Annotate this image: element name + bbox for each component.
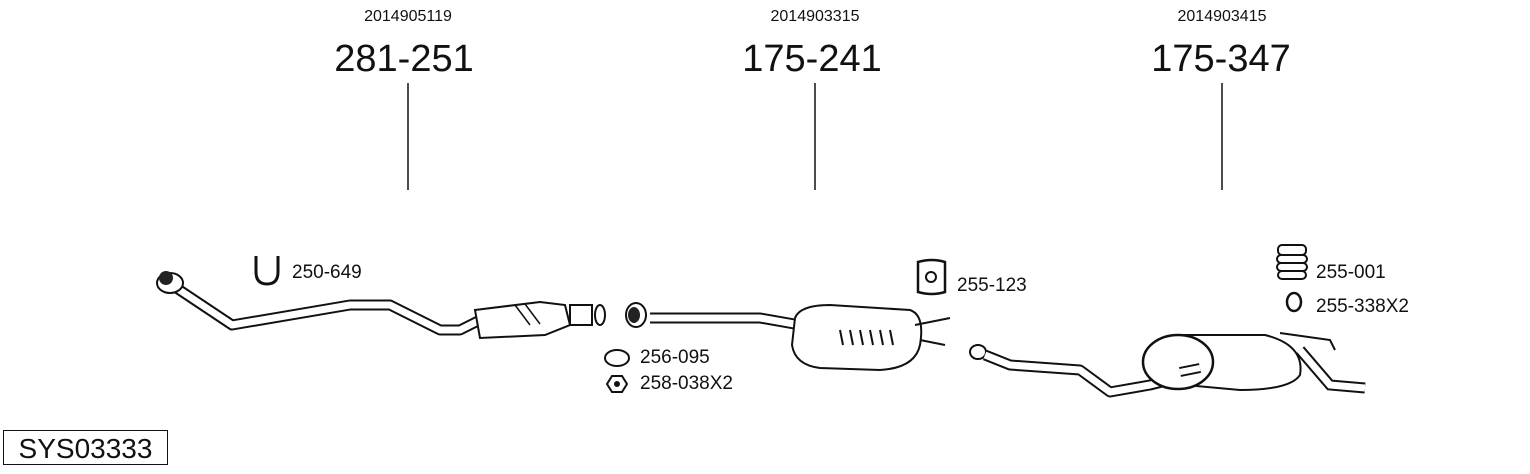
rubber-buffer-icon <box>1276 244 1308 280</box>
part-number-2[interactable]: 175-241 <box>742 38 882 80</box>
system-code: SYS03333 <box>3 430 168 465</box>
part-number-3[interactable]: 175-347 <box>1151 38 1291 80</box>
rubber-ring-label[interactable]: 255-338X2 <box>1316 296 1409 317</box>
oe-number-2: 2014903315 <box>770 8 860 25</box>
middle-silencer-175-241 <box>625 302 951 372</box>
oe-number-3: 2014903415 <box>1177 8 1267 25</box>
u-bolt-icon <box>254 256 280 286</box>
gasket-icon <box>604 349 630 367</box>
rubber-ring-icon <box>1285 291 1303 313</box>
part-number-1[interactable]: 281-251 <box>334 38 474 80</box>
front-pipe-281-251 <box>156 271 606 340</box>
gasket-label[interactable]: 256-095 <box>640 347 710 368</box>
rubber-hanger-label[interactable]: 255-123 <box>957 275 1027 296</box>
oe-number-1: 2014905119 <box>364 8 452 25</box>
rear-silencer-175-347 <box>969 332 1366 398</box>
nut-label[interactable]: 258-038X2 <box>640 373 733 394</box>
u-bolt-label[interactable]: 250-649 <box>292 262 362 283</box>
rubber-buffer-label[interactable]: 255-001 <box>1316 262 1386 283</box>
